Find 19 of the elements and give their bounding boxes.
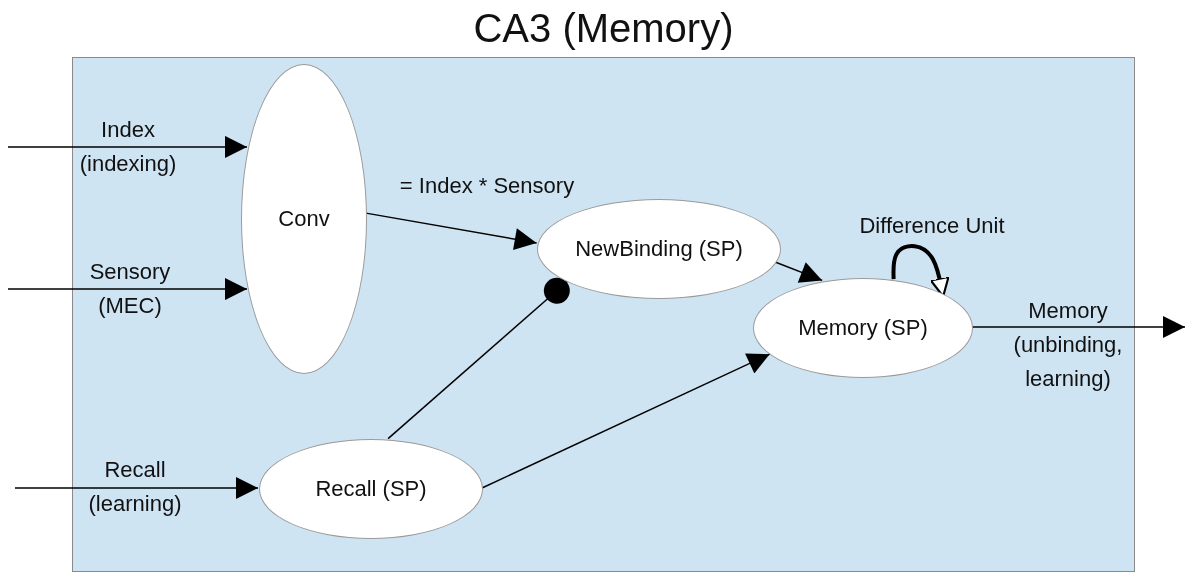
node-label: Conv [278, 206, 330, 232]
edge-label: Difference Unit [858, 212, 1006, 240]
node-label: Recall (SP) [315, 476, 427, 502]
node-label: NewBinding (SP) [575, 236, 743, 262]
arrow [365, 212, 538, 250]
connector [387, 277, 570, 440]
arrow [774, 261, 823, 283]
edge-label: Sensory (MEC) [88, 258, 172, 320]
edge-label: Memory (unbinding, learning) [1012, 297, 1124, 393]
arrow [481, 353, 771, 489]
arrow [971, 316, 1186, 338]
arrow [7, 278, 248, 301]
node-label: Memory (SP) [798, 315, 928, 341]
container-title: CA3 (Memory) [472, 6, 735, 51]
edge-label: Recall (learning) [87, 456, 183, 518]
edge-label: = Index * Sensory [398, 172, 576, 200]
edge-label: Index (indexing) [78, 116, 178, 178]
arrow [14, 477, 259, 499]
arrow [7, 135, 248, 158]
